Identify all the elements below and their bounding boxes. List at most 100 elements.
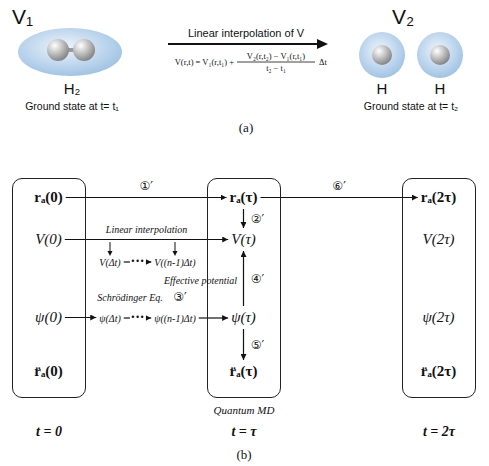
- connector-arrow: [199, 317, 228, 318]
- panel-label: (a): [239, 121, 253, 135]
- nucleus: [47, 39, 69, 61]
- quantity-text: ψ(τ): [231, 309, 256, 326]
- process-arrow: [168, 43, 318, 45]
- edge-label-wrap: ⑤′: [250, 337, 265, 351]
- time-label: t = 2τ: [423, 424, 455, 440]
- formula-numerator-wrap: V₂(r,t₂) − V₁(r,t₁): [247, 51, 305, 61]
- nucleus: [430, 45, 450, 65]
- state-caption: Ground state at t= t₂: [364, 101, 458, 113]
- arrowhead: [173, 251, 178, 256]
- time-step-box: t = 0rₐ(0)V(0)ψ(0)r̈ₐ(0): [12, 178, 86, 398]
- quantity-node: V((n-1)Δt): [154, 257, 195, 268]
- quantity-node: r̈ₐ(2τ): [421, 363, 456, 380]
- quantity-node: rₐ(τ): [230, 189, 258, 206]
- connector-arrow: [65, 317, 96, 318]
- edge-label-wrap: •••: [129, 257, 145, 267]
- potential-symbol-wrap: V₁: [12, 5, 33, 29]
- atom-label: H: [435, 81, 446, 98]
- quantity-node: ψ(Δt): [99, 313, 121, 324]
- electron-cloud: [359, 32, 405, 78]
- quantity-text: ψ(0): [35, 309, 62, 326]
- connector-arrow: [66, 197, 227, 198]
- quantity-text: V(Δt): [99, 257, 120, 268]
- time-step-box: t = 2τrₐ(2τ)V(2τ)ψ(2τ)r̈ₐ(2τ): [402, 178, 476, 398]
- process-label-wrap: Schrödinger Eq.: [97, 292, 163, 303]
- panel-label-wrap: (a): [239, 120, 253, 136]
- quantity-node: r̈ₐ(0): [34, 363, 63, 380]
- formula-denominator: t₂ − t₁: [266, 64, 286, 73]
- atom-label-wrap: H: [377, 80, 388, 98]
- drop-arrow: [175, 242, 176, 252]
- electron-cloud: [417, 32, 463, 78]
- fraction-bar: [237, 62, 315, 63]
- edge-label: ⑤′: [250, 338, 265, 351]
- quantity-text: r̈ₐ(2τ): [421, 363, 456, 380]
- quantity-text: rₐ(0): [34, 189, 63, 206]
- formula-term-wrap: Δt: [319, 57, 327, 67]
- connector-arrow: [243, 329, 244, 360]
- state-caption-wrap: Ground state at t= t₂: [364, 100, 458, 113]
- state-caption: Ground state at t= t₁: [25, 101, 119, 113]
- edge-label-wrap: ④′: [250, 271, 265, 285]
- atom-label: H: [377, 81, 388, 98]
- quantity-text: ψ(Δt): [99, 313, 121, 324]
- edge-label: Linear interpolation: [105, 223, 188, 234]
- edge-label-wrap: •••: [129, 313, 145, 323]
- formula-numerator: V₂(r,t₂) − V₁(r,t₁): [247, 52, 305, 61]
- connector-arrow: [260, 197, 417, 198]
- electron-cloud: [18, 28, 122, 76]
- quantity-text: r̈ₐ(τ): [230, 363, 258, 380]
- quantity-text: r̈ₐ(0): [34, 363, 63, 380]
- edge-label-wrap: ①′: [138, 178, 153, 192]
- quantity-text: rₐ(2τ): [421, 189, 456, 206]
- quantity-text: ψ(2τ): [422, 309, 454, 326]
- formula-term: Δt: [319, 58, 327, 67]
- nucleus: [372, 45, 392, 65]
- edge-label-wrap: Linear interpolation: [105, 223, 188, 234]
- molecule-label: H₂: [64, 81, 81, 98]
- connector-arrow: [243, 251, 244, 306]
- quantity-node: rₐ(2τ): [421, 189, 456, 206]
- potential-symbol: V₂: [392, 5, 414, 28]
- arrowhead: [317, 39, 328, 49]
- atom-label-wrap: H: [435, 80, 446, 98]
- process-label: Linear interpolation of V: [188, 27, 304, 39]
- quantity-node: r̈ₐ(τ): [230, 363, 258, 380]
- quantity-node: rₐ(0): [34, 189, 63, 206]
- formula-term-wrap: V(r,t) = V₁(r,t₁) +: [175, 57, 234, 67]
- quantity-node: ψ(2τ): [422, 309, 454, 326]
- quantity-node: V(Δt): [99, 257, 120, 268]
- edge-label: •••: [129, 258, 145, 267]
- quantity-text: V(τ): [231, 231, 256, 248]
- quantity-node: V(τ): [231, 231, 256, 248]
- molecule-label-wrap: H₂: [64, 80, 81, 98]
- edge-label-wrap: ⑥′: [331, 178, 346, 192]
- edge-label: ①′: [138, 179, 153, 192]
- connector-arrow: [65, 239, 228, 240]
- potential-symbol-wrap: V₂: [392, 5, 414, 29]
- nucleus: [73, 39, 95, 61]
- potential-symbol: V₁: [12, 5, 33, 28]
- state-caption-wrap: Ground state at t= t₁: [25, 100, 119, 113]
- connector-arrow: [243, 209, 244, 228]
- edge-label-wrap: ②′: [250, 211, 265, 225]
- quantity-node: ψ((n-1)Δt): [154, 313, 196, 324]
- drop-arrow: [110, 242, 111, 252]
- quantity-node: ψ(0): [35, 309, 62, 326]
- process-label-wrap: Effective potential: [164, 275, 237, 286]
- arrowhead: [108, 251, 113, 256]
- stage-label-wrap: Quantum MD: [214, 404, 275, 416]
- panel-label: (b): [236, 448, 251, 462]
- panel-label-wrap: (b): [236, 447, 251, 463]
- edge-label: ④′: [250, 272, 265, 285]
- quantity-node: V(2τ): [422, 231, 454, 248]
- edge-label: ②′: [250, 212, 265, 225]
- quantity-node: ψ(τ): [231, 309, 256, 326]
- time-label: t = τ: [231, 424, 256, 440]
- edge-label: •••: [129, 314, 145, 323]
- quantity-text: V(2τ): [422, 231, 454, 248]
- stage-label: Quantum MD: [214, 404, 275, 416]
